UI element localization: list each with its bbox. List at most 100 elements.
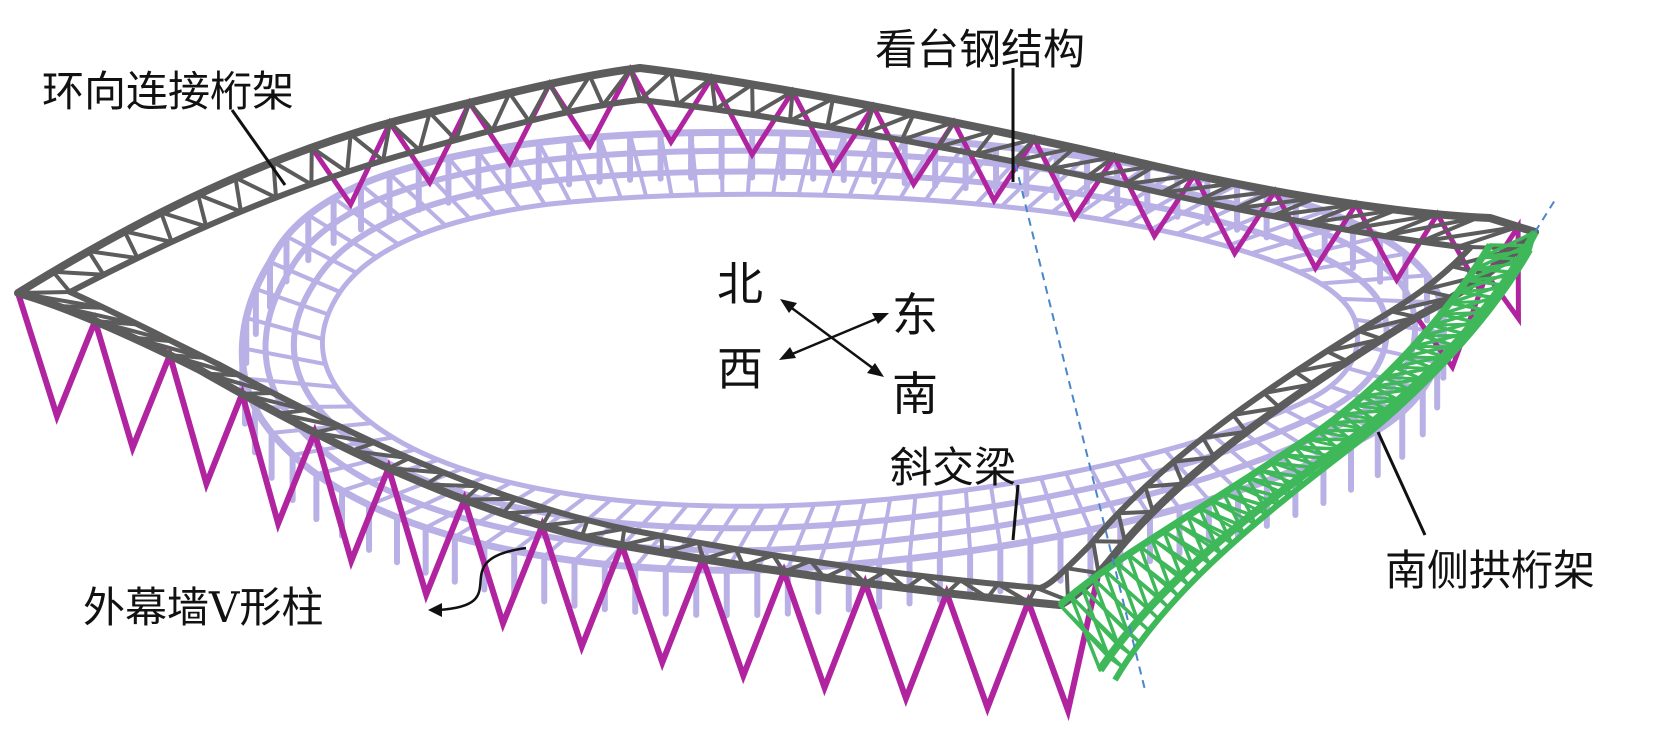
arch-cross: [1257, 468, 1303, 488]
truss-web-diagonal: [1200, 435, 1217, 460]
arch-cross: [1456, 286, 1508, 294]
truss-web-diagonal: [130, 335, 208, 361]
stand-radial-post: [1318, 273, 1429, 286]
arch-cross: [1210, 499, 1257, 526]
label-stand-steel: 看台钢结构: [875, 25, 1085, 74]
truss-web-vertical: [709, 75, 718, 112]
arch-vertical: [1436, 355, 1445, 371]
truss-web-diagonal: [417, 110, 432, 153]
truss-web-vertical: [899, 112, 916, 143]
truss-web-diagonal: [1418, 224, 1521, 244]
truss-web-diagonal: [619, 533, 664, 548]
stand-radial-post: [898, 138, 938, 201]
stand-radial-post: [907, 494, 918, 561]
truss-web-vertical: [1116, 509, 1155, 516]
truss-web-diagonal: [462, 496, 518, 502]
stand-radial-post: [877, 496, 893, 564]
stand-radial-post: [1039, 476, 1063, 538]
truss-web-diagonal: [1048, 154, 1117, 171]
arch-diagonal: [1233, 483, 1254, 517]
truss-web-diagonal: [312, 430, 377, 445]
truss-web-diagonal: [1293, 369, 1316, 387]
truss-web-diagonal: [675, 75, 714, 107]
arch-vertical: [1370, 418, 1377, 432]
truss-web-vertical: [936, 120, 956, 149]
truss-web-vertical: [771, 553, 786, 574]
truss-web-diagonal: [490, 91, 512, 133]
arch-vertical: [1393, 398, 1401, 413]
arch-cross: [1339, 412, 1386, 422]
truss-web-diagonal: [1195, 189, 1277, 203]
truss-web-diagonal: [1091, 539, 1101, 576]
arch-cross: [1150, 537, 1201, 577]
truss-web-vertical: [547, 82, 568, 115]
truss-web-diagonal: [781, 559, 813, 574]
leader-oblique-beam: [1011, 484, 1020, 541]
truss-web-diagonal: [349, 448, 412, 461]
arch-vertical: [1335, 447, 1340, 460]
truss-web-vertical: [1195, 181, 1237, 203]
truss-web-vertical: [825, 96, 835, 129]
arch-cross: [1198, 506, 1246, 536]
truss-web-vertical: [579, 518, 590, 539]
compass-sw-ne-axis: [784, 314, 884, 359]
truss-web-diagonal: [16, 291, 107, 310]
arch-diagonal: [1464, 278, 1505, 287]
truss-web-diagonal: [424, 482, 482, 489]
truss-web-vertical: [1418, 215, 1481, 244]
truss-web-vertical: [1143, 481, 1185, 489]
truss-web-vertical: [51, 269, 106, 277]
stand-radial-post: [602, 501, 664, 567]
truss-web-diagonal: [899, 120, 956, 143]
arch-cross: [1126, 552, 1181, 598]
truss-web-vertical: [1122, 164, 1157, 187]
truss-web-diagonal: [500, 508, 554, 516]
compass: 北 东 西 南: [717, 257, 938, 421]
stand-radial-post: [567, 137, 598, 202]
arch-vertical: [1457, 332, 1466, 349]
truss-web-diagonal: [825, 104, 876, 129]
circumferential-truss: [14, 64, 1539, 609]
arch-vertical: [1426, 366, 1435, 382]
arch-cross: [1305, 437, 1351, 451]
axis-line-south: [1011, 149, 1146, 691]
arch-vertical: [1476, 308, 1486, 326]
truss-web-vertical: [1200, 429, 1249, 440]
truss-web-vertical: [1048, 145, 1077, 171]
truss-web-vertical: [500, 496, 518, 516]
truss-web-diagonal: [1381, 215, 1481, 238]
arch-cross: [1281, 453, 1327, 469]
truss-web-diagonal: [1356, 329, 1384, 342]
truss-web-vertical: [540, 508, 554, 528]
arch-diagonal: [1447, 301, 1486, 312]
stand-radial-post: [937, 491, 943, 557]
stand-radial-post: [268, 260, 342, 294]
arch-vertical: [1382, 408, 1389, 423]
truss-web-vertical: [668, 70, 680, 107]
truss-web-vertical: [387, 120, 422, 153]
truss-web-vertical: [920, 574, 949, 596]
truss-web-diagonal: [1261, 391, 1282, 410]
label-circumferential-truss: 环向连接桁架: [42, 67, 294, 116]
arch-cross: [1138, 545, 1191, 587]
stand-radial-post: [1075, 164, 1150, 218]
truss-web-diagonal: [985, 582, 1001, 600]
truss-web-diagonal: [386, 466, 447, 475]
truss-web-diagonal: [204, 371, 275, 396]
truss-web-diagonal: [1232, 196, 1318, 211]
arch-vertical: [1528, 230, 1537, 252]
arch-cross: [1245, 476, 1292, 497]
arch-cross: [1069, 594, 1133, 657]
stand-radial-post: [846, 499, 867, 567]
truss-web-vertical: [628, 67, 643, 103]
arch-vertical: [1495, 283, 1505, 302]
stand-radial-post: [847, 134, 877, 199]
arrow-south-icon: [867, 363, 884, 377]
stand-radial-post: [331, 196, 401, 247]
truss-web-vertical: [159, 210, 209, 229]
arch-cross: [1233, 484, 1280, 507]
stand-radial-post: [1187, 441, 1240, 493]
label-south-arch-truss: 南侧拱桁架: [1385, 546, 1595, 595]
arch-diagonal: [1257, 468, 1278, 498]
